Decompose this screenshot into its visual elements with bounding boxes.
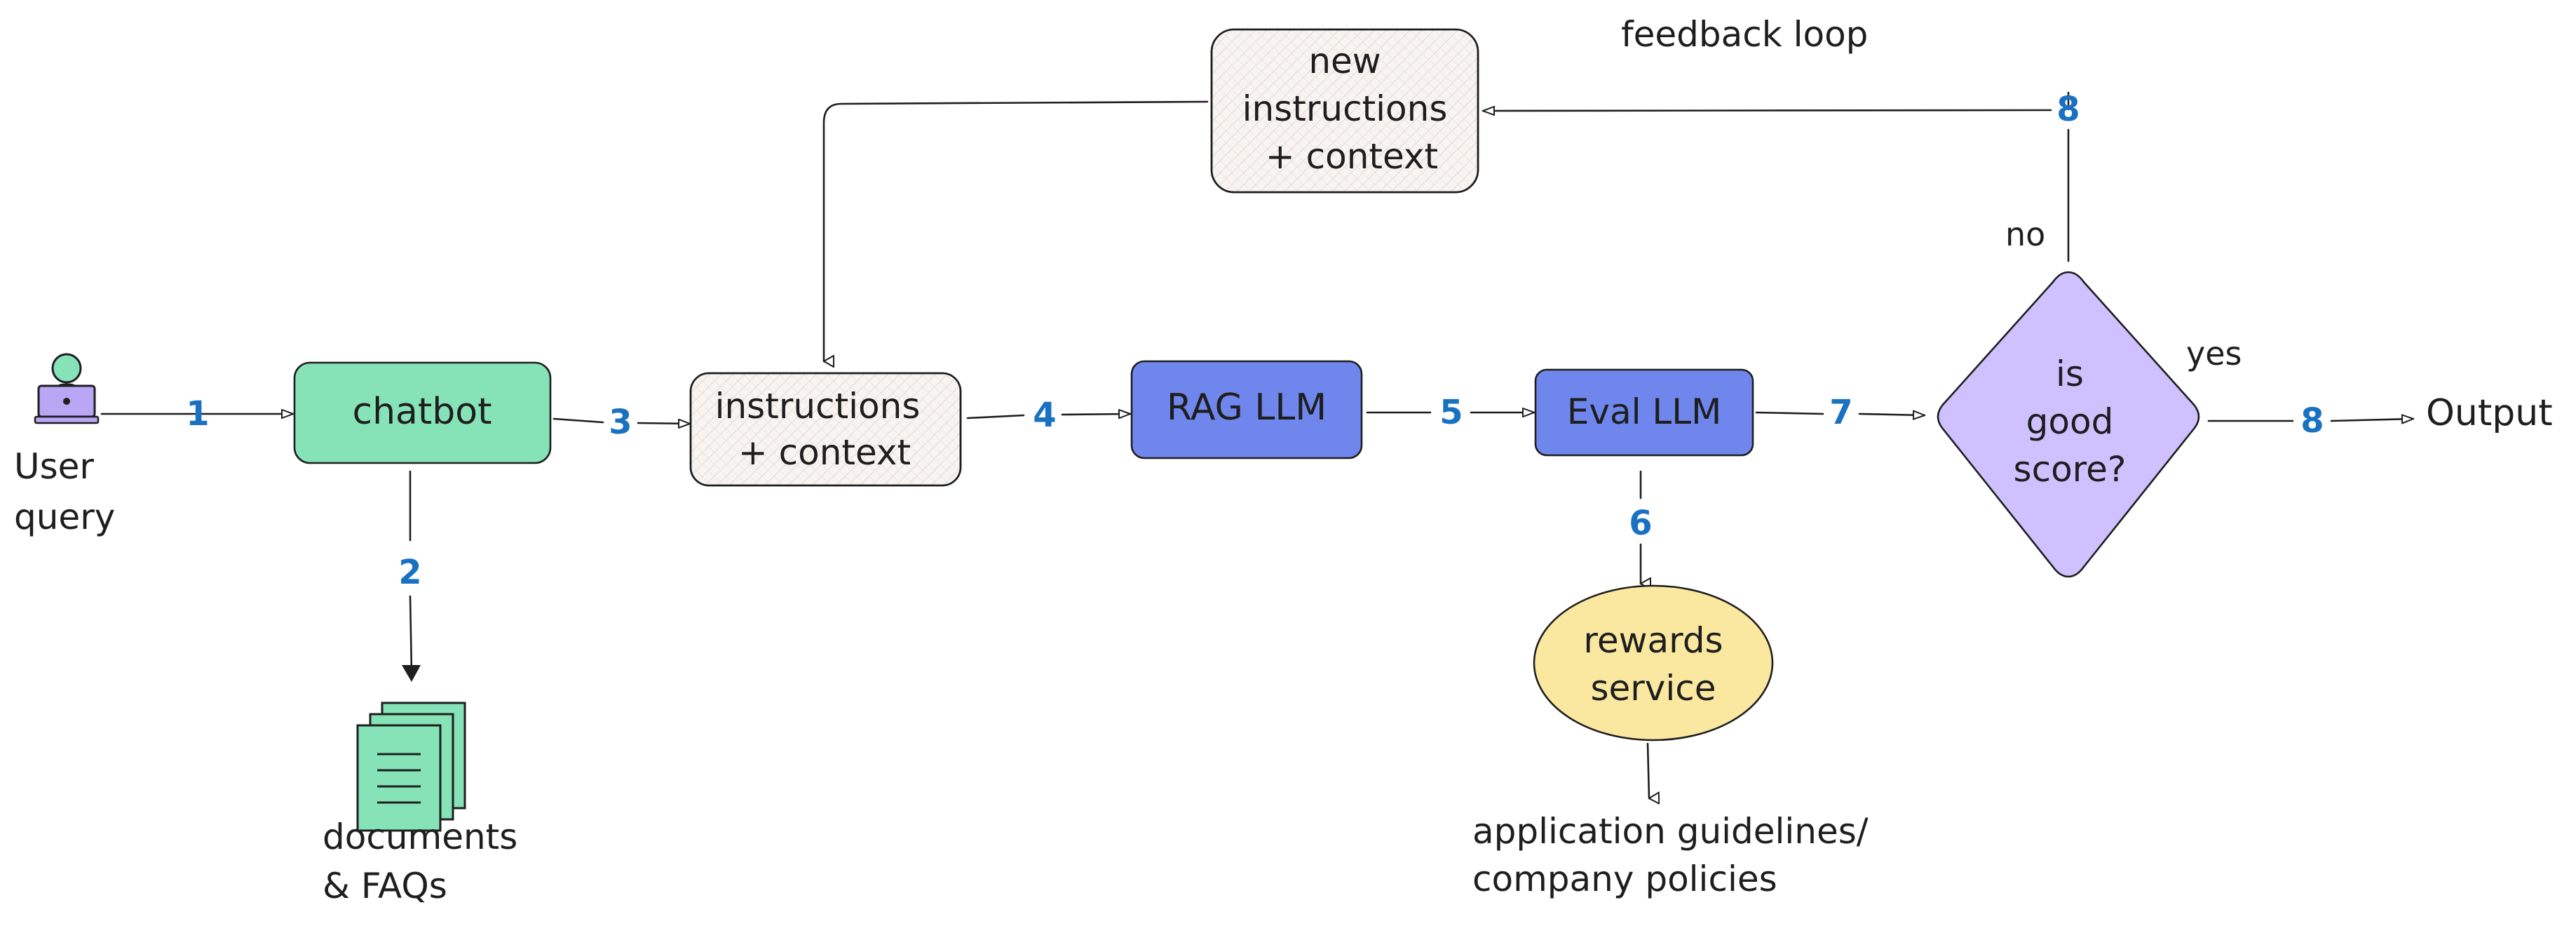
- edges: [100, 91, 2413, 798]
- step-1: 1: [186, 394, 209, 434]
- policies-label-2: company policies: [1472, 859, 1777, 899]
- new-instructions-node: new instructions + context: [1210, 28, 1479, 194]
- step-3: 3: [609, 403, 632, 442]
- step-8-output: 8: [2300, 401, 2324, 441]
- decision-is-label: is: [2056, 354, 2084, 394]
- rag-llm-label: RAG LLM: [1167, 387, 1327, 429]
- step-5: 5: [1439, 393, 1463, 432]
- documents-faqs-label: & FAQs: [323, 866, 447, 906]
- instructions-context-node: instructions + context: [689, 372, 962, 487]
- rewards-service-node: rewards service: [1533, 584, 1774, 742]
- policies-label: application guidelines/: [1472, 811, 1869, 852]
- rewards-label: rewards: [1583, 620, 1723, 661]
- edge-eval-to-decision: [1755, 412, 1925, 415]
- edge-rewards-to-policies: [1646, 742, 1649, 798]
- edge-instructions-to-rag: [966, 414, 1130, 418]
- documents-stack-icon: [356, 702, 466, 832]
- output-label: Output: [2426, 392, 2553, 434]
- step-4: 4: [1033, 396, 1056, 435]
- edge-new-instructions-to-instructions: [822, 100, 1209, 361]
- user-laptop-icon: [34, 353, 100, 424]
- instructions-label: instructions: [715, 386, 921, 427]
- decision-score-label: score?: [2014, 449, 2127, 490]
- rag-llm-node: RAG LLM: [1130, 360, 1363, 459]
- feedback-loop-title: feedback loop: [1621, 14, 1868, 55]
- user-label: User: [14, 446, 94, 487]
- edge-chatbot-to-documents: [409, 470, 413, 673]
- step-7: 7: [1829, 393, 1852, 432]
- new-label: new: [1308, 41, 1381, 81]
- instructions-context-label: + context: [738, 432, 911, 473]
- decision-diamond-node: is good score?: [1937, 271, 2200, 578]
- service-label: service: [1590, 668, 1716, 709]
- user-query-label: query: [14, 497, 115, 537]
- edge-chatbot-to-documents-arrowhead: [402, 665, 421, 682]
- new-context-label: + context: [1266, 136, 1438, 177]
- documents-label: documents: [323, 817, 517, 857]
- edge-decision-to-output: [2207, 419, 2413, 421]
- decision-good-label: good: [2026, 401, 2114, 442]
- new-instructions-label: instructions: [1242, 88, 1448, 129]
- step-8-feedback: 8: [2056, 90, 2080, 129]
- chatbot-label: chatbot: [352, 391, 492, 433]
- chatbot-node: chatbot: [293, 361, 552, 464]
- eval-llm-label: Eval LLM: [1567, 391, 1721, 432]
- step-numbers: 1 2 3 4 5 6 7 8 8: [186, 90, 2324, 592]
- edge-chatbot-to-instructions: [553, 419, 690, 424]
- step-6: 6: [1629, 504, 1652, 543]
- step-2: 2: [398, 553, 421, 592]
- branch-yes-label: yes: [2186, 335, 2242, 373]
- branch-no-label: no: [2005, 215, 2045, 253]
- eval-llm-node: Eval LLM: [1534, 368, 1754, 457]
- edge-decision-to-new-instructions: [1483, 91, 2070, 262]
